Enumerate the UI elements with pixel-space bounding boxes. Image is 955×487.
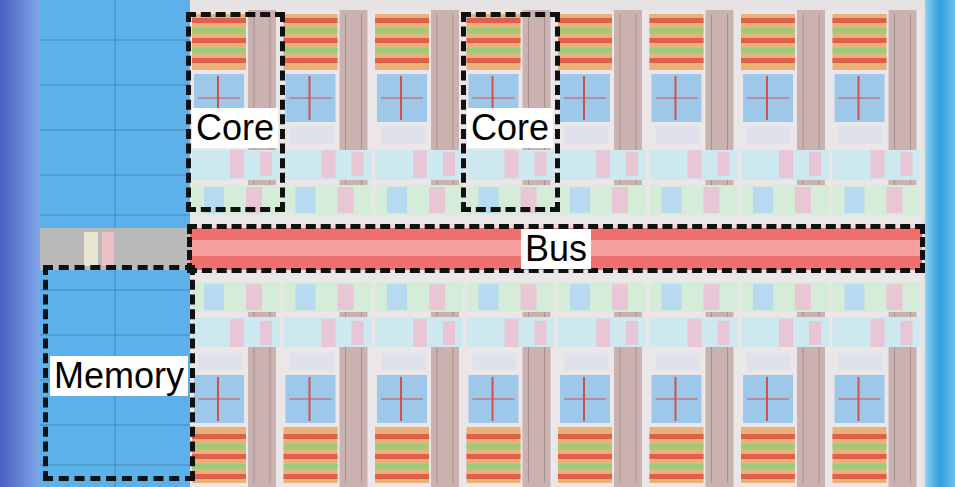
core-region: Core xyxy=(186,12,285,212)
core-region: Core xyxy=(461,12,560,212)
bus-region: Bus xyxy=(187,224,925,273)
memory-region: Memory xyxy=(43,265,195,481)
region-label: Memory xyxy=(50,356,188,396)
region-label: Core xyxy=(192,108,278,148)
region-label: Core xyxy=(467,108,553,148)
region-label: Bus xyxy=(521,229,591,269)
